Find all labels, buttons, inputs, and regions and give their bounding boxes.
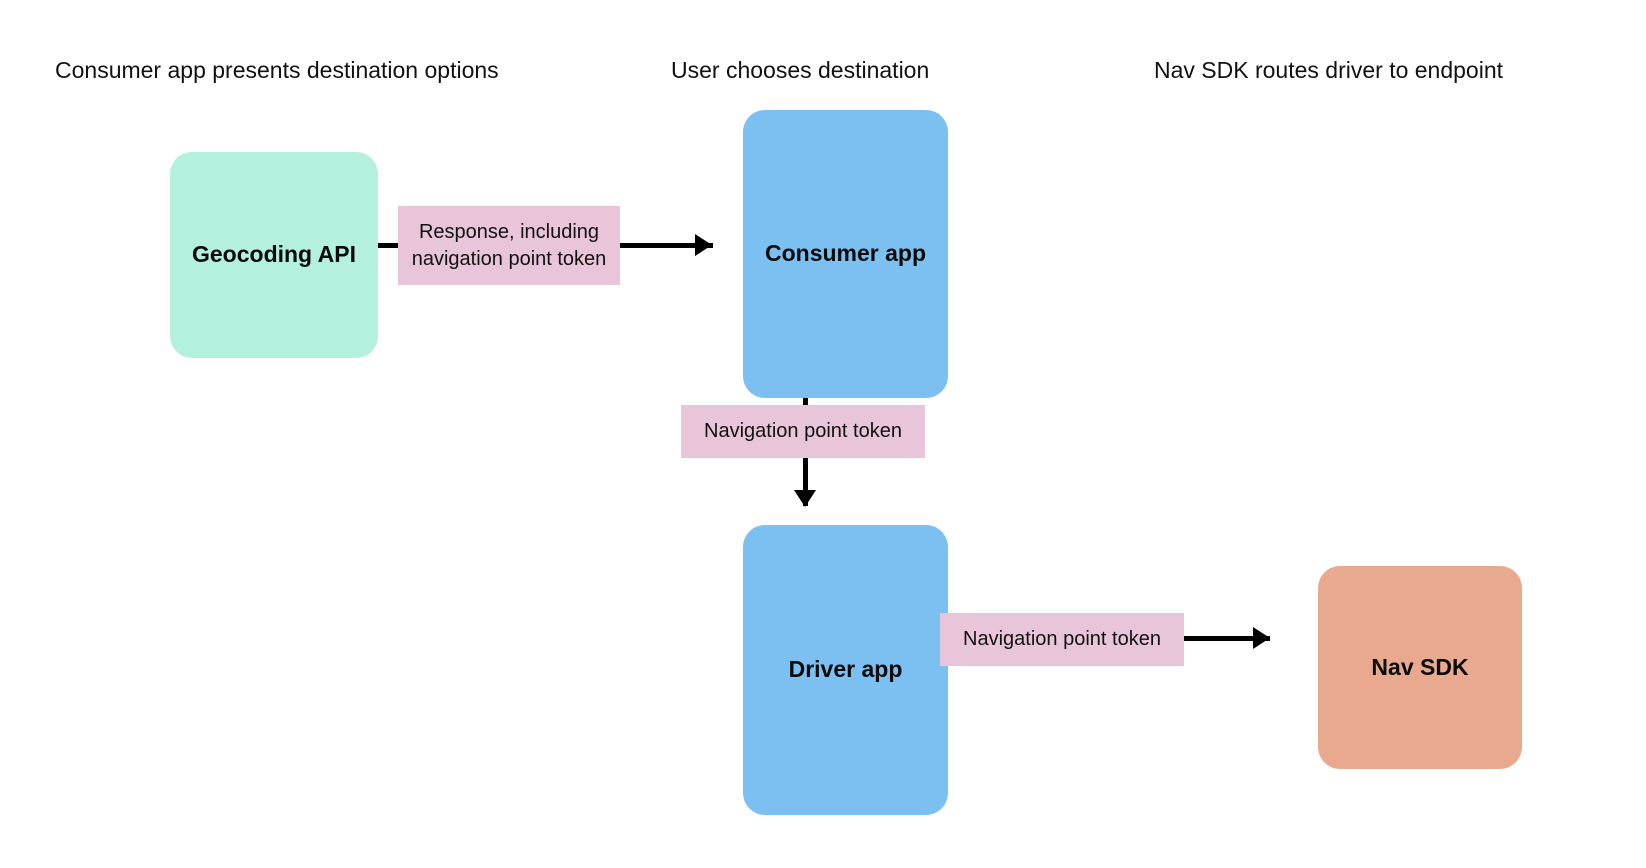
arrowhead-right-icon-driver-app-to-nav-sdk <box>1253 627 1270 649</box>
node-geocoding-api[interactable]: Geocoding API <box>170 152 378 358</box>
node-consumer-app[interactable]: Consumer app <box>743 110 948 398</box>
node-geocoding-api-label: Geocoding API <box>192 241 356 268</box>
node-nav-sdk[interactable]: Nav SDK <box>1318 566 1522 769</box>
node-driver-app-label: Driver app <box>788 656 903 683</box>
column-header-consumer-app: Consumer app presents destination option… <box>55 57 499 83</box>
arrowhead-right-icon-geocoding-to-consumer-app <box>695 234 712 256</box>
edge-label-driver-app-to-nav-sdk: Navigation point token <box>940 613 1184 666</box>
column-header-nav-sdk: Nav SDK routes driver to endpoint <box>1154 57 1504 83</box>
edge-label-geocoding-to-consumer-app: Response, including navigation point tok… <box>398 206 620 285</box>
edge-label-geocoding-to-consumer-app-text: Response, including navigation point tok… <box>411 221 607 270</box>
column-header-user-choice: User chooses destination <box>671 57 930 83</box>
node-consumer-app-label: Consumer app <box>764 240 927 267</box>
edge-label-driver-app-to-nav-sdk-text: Navigation point token <box>963 628 1161 651</box>
arrowhead-down-icon-consumer-app-to-driver-app <box>794 490 816 507</box>
edge-label-consumer-app-to-driver-app-text: Navigation point token <box>704 420 902 443</box>
node-driver-app[interactable]: Driver app <box>743 525 948 815</box>
node-nav-sdk-label: Nav SDK <box>1371 653 1469 680</box>
edge-label-consumer-app-to-driver-app: Navigation point token <box>681 405 925 458</box>
